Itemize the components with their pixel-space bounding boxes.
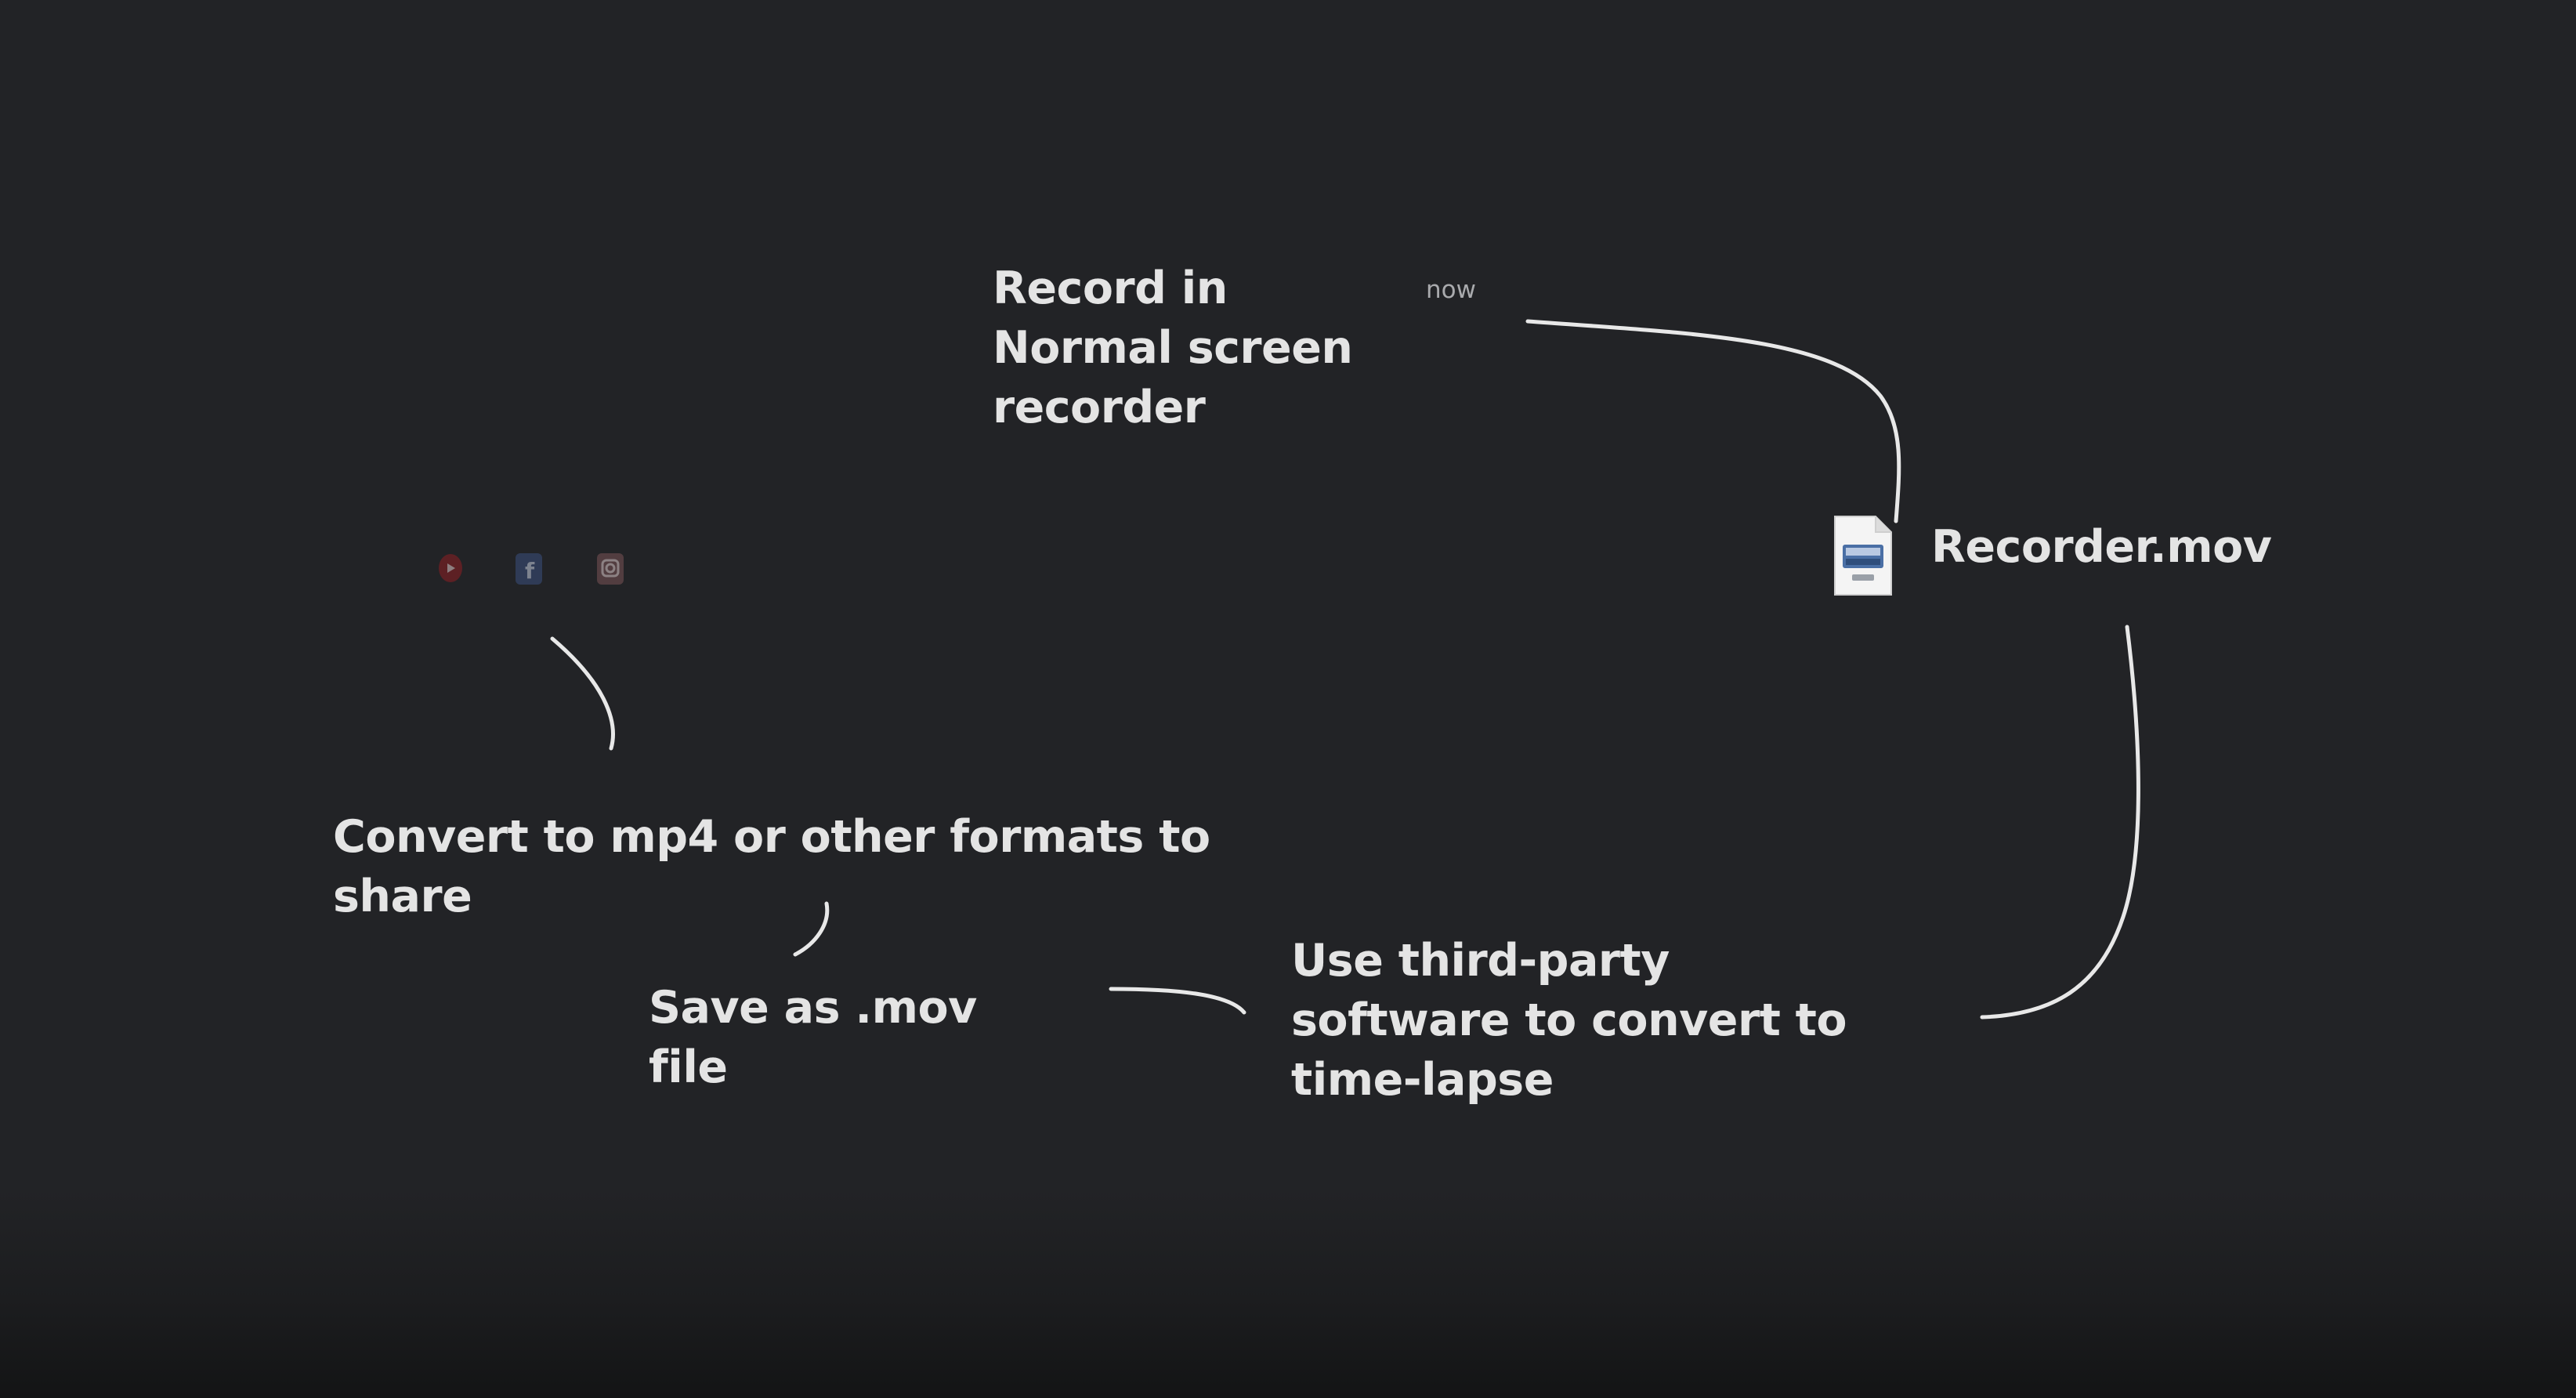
save-step-line-1: Save as .mov xyxy=(649,982,977,1034)
record-step-label: Record in Normal screen recorder xyxy=(993,259,1353,437)
convert-step-label: Use third-party software to convert to t… xyxy=(1291,931,1847,1110)
facebook-icon: f xyxy=(516,553,542,585)
convert-step-line-2: software to convert to xyxy=(1291,994,1847,1046)
share-step-line-2: share xyxy=(333,871,472,922)
instagram-icon xyxy=(597,553,624,585)
record-step-line-2: Normal screen xyxy=(993,322,1353,374)
record-step-line-3: recorder xyxy=(993,382,1206,433)
connector-convert-to-save xyxy=(1109,987,1246,1015)
svg-text:f: f xyxy=(525,558,535,584)
share-step-label: Convert to mp4 or other formats to share xyxy=(333,807,1210,926)
now-label: now xyxy=(1426,276,1476,304)
movie-file-icon xyxy=(1832,513,1894,601)
connector-record-to-file xyxy=(1525,319,1901,523)
save-step-label: Save as .mov file xyxy=(649,978,977,1097)
save-step-line-2: file xyxy=(649,1041,728,1093)
convert-step-line-3: time-lapse xyxy=(1291,1054,1554,1106)
convert-step-line-1: Use third-party xyxy=(1291,935,1670,987)
connector-file-to-convert xyxy=(1980,625,2140,1020)
connector-save-to-share xyxy=(793,901,830,957)
file-node-label: Recorder.mov xyxy=(1931,521,2272,573)
share-step-line-1: Convert to mp4 or other formats to xyxy=(333,811,1210,863)
connector-share-to-platforms xyxy=(550,636,615,751)
record-step-line-1: Record in xyxy=(993,263,1228,314)
youtube-icon xyxy=(439,554,462,582)
